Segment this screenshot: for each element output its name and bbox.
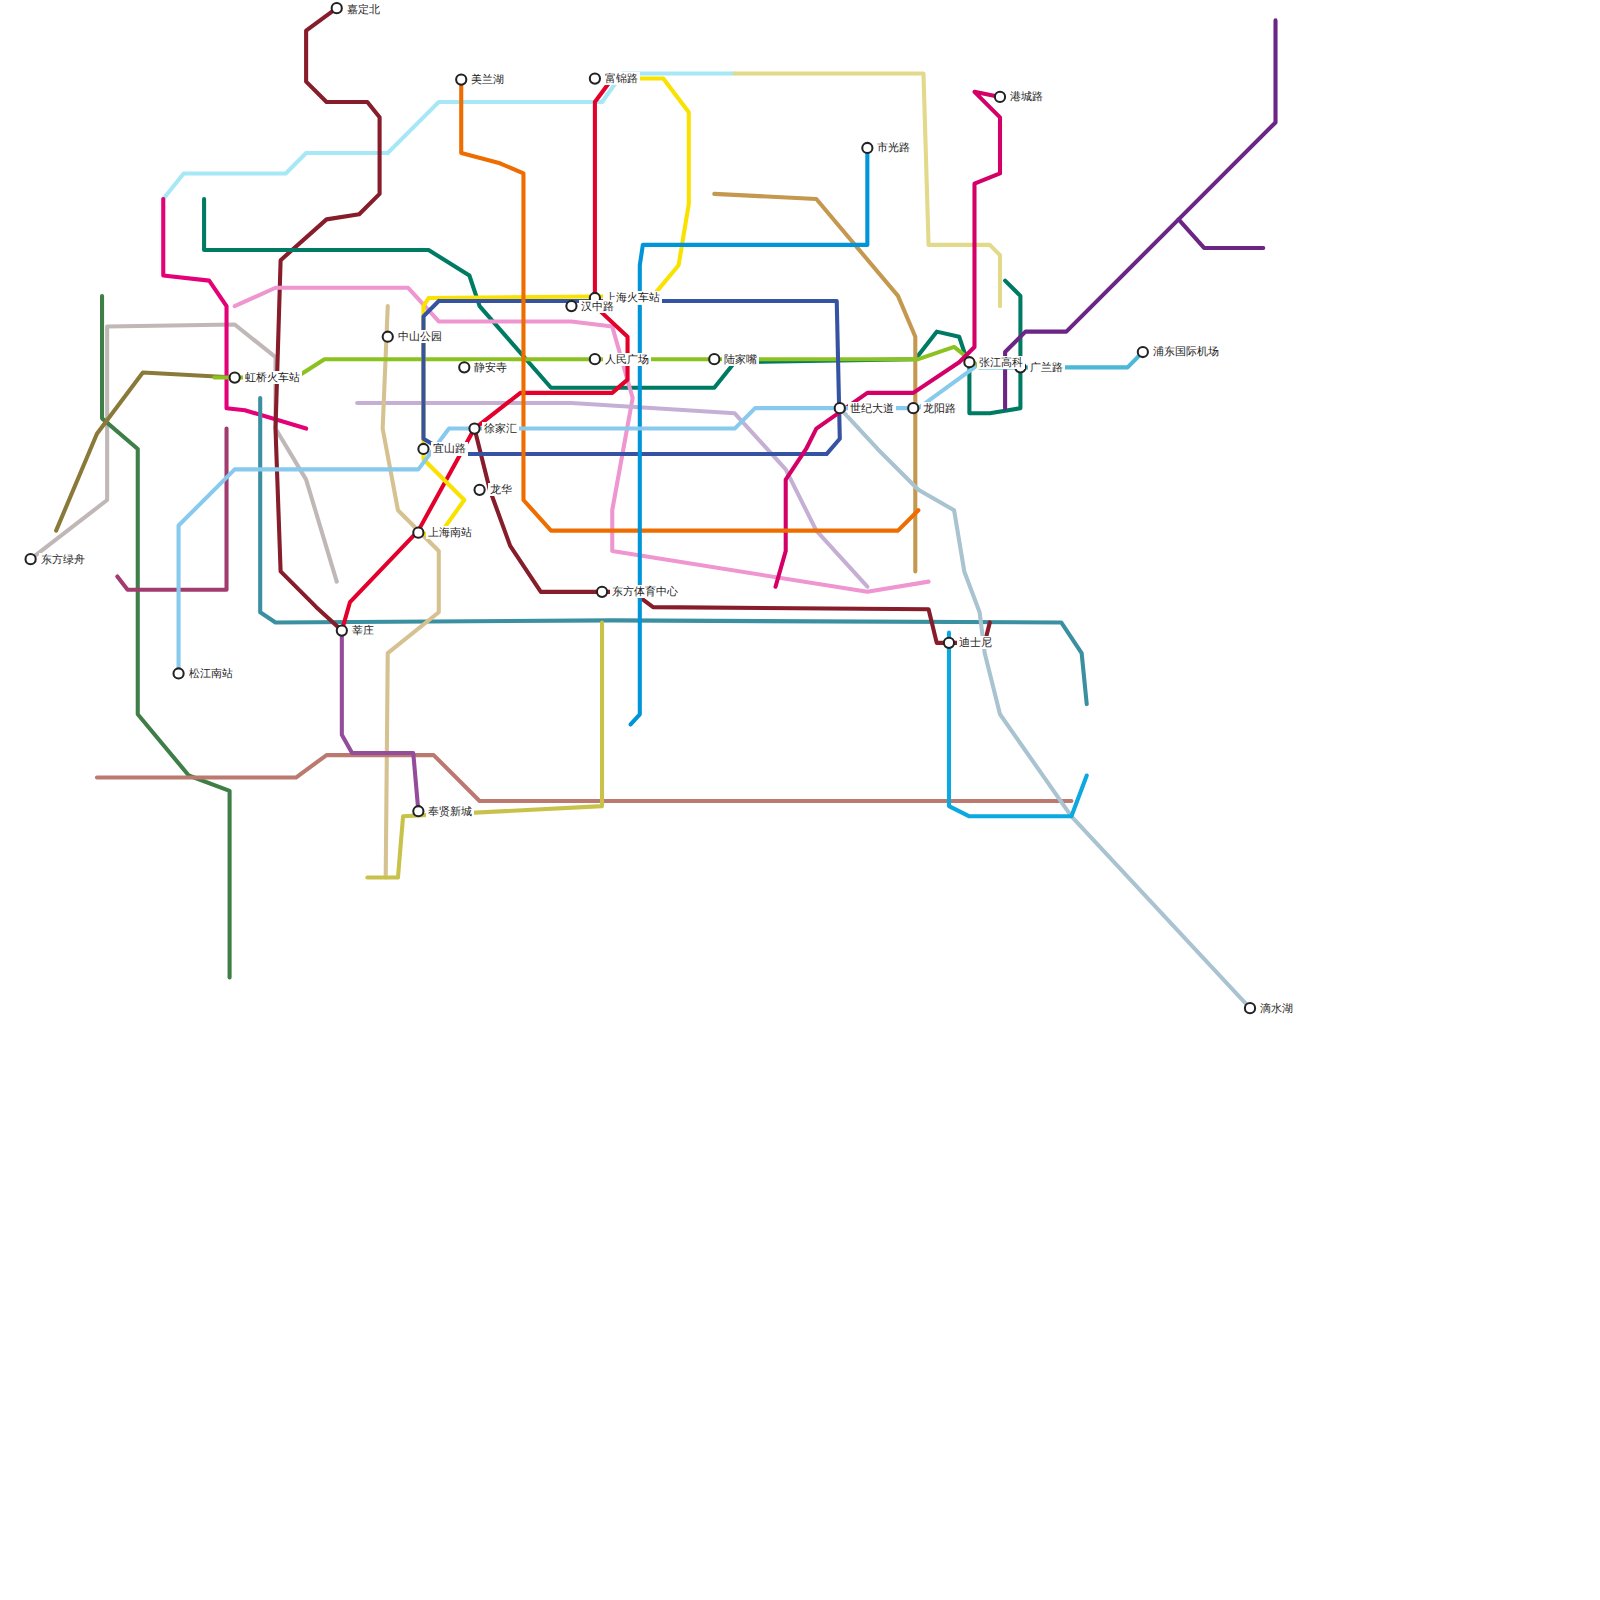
metro-line — [840, 408, 1250, 1008]
station-label: 广兰路 — [1028, 361, 1065, 374]
station-label: 世纪大道 — [848, 402, 896, 415]
metro-line — [31, 324, 337, 581]
station-label: 陆家嘴 — [722, 353, 759, 366]
station-label: 浦东国际机场 — [1151, 345, 1221, 358]
station-label: 东方体育中心 — [610, 585, 680, 598]
station-label: 东方绿舟 — [39, 553, 87, 566]
metro-line — [474, 429, 989, 643]
station-label: 龙阳路 — [921, 402, 958, 415]
metro-line — [418, 79, 688, 536]
metro-line — [342, 79, 628, 631]
station-label: 市光路 — [875, 141, 912, 154]
station-label: 松江南站 — [187, 667, 235, 680]
metro-line — [163, 199, 306, 429]
station-label: 上海南站 — [426, 526, 474, 539]
station-label: 美兰湖 — [469, 73, 506, 86]
station-label: 迪士尼 — [957, 636, 994, 649]
metro-line — [714, 194, 915, 572]
station-label: 龙华 — [488, 483, 514, 496]
metro-line — [461, 80, 918, 531]
metro-line — [1005, 219, 1178, 408]
metro-line — [204, 199, 1020, 413]
metro-line — [949, 633, 1087, 817]
station-label: 张江高科 — [977, 356, 1025, 369]
station-label: 徐家汇 — [482, 422, 519, 435]
station-label: 富锦路 — [603, 72, 640, 85]
metro-line — [383, 306, 439, 877]
metro-line — [117, 429, 226, 590]
station-label: 莘庄 — [350, 624, 376, 637]
station-label: 静安寺 — [472, 361, 509, 374]
metro-line — [631, 148, 868, 725]
metro-line — [56, 372, 235, 530]
metro-line — [276, 8, 380, 630]
station-label: 嘉定北 — [345, 3, 382, 16]
metro-line — [163, 73, 734, 199]
metro-line — [423, 301, 839, 454]
metro-line — [1179, 20, 1276, 248]
station-label: 虹桥火车站 — [243, 371, 302, 384]
metro-line — [97, 755, 1071, 801]
metro-line — [214, 347, 979, 378]
interchange-stations — [26, 3, 1256, 1013]
metro-line — [367, 622, 602, 877]
metro-line — [235, 288, 929, 592]
station-label: 宜山路 — [431, 442, 468, 455]
station-label: 滴水湖 — [1258, 1002, 1295, 1015]
metro-line — [342, 631, 419, 812]
station-label: 汉中路 — [579, 300, 616, 313]
station-label: 中山公园 — [396, 330, 444, 343]
station-label: 人民广场 — [603, 353, 651, 366]
metro-line — [179, 367, 975, 673]
station-label: 港城路 — [1008, 90, 1045, 103]
metro-line — [776, 92, 1000, 587]
station-label: 奉贤新城 — [426, 805, 474, 818]
